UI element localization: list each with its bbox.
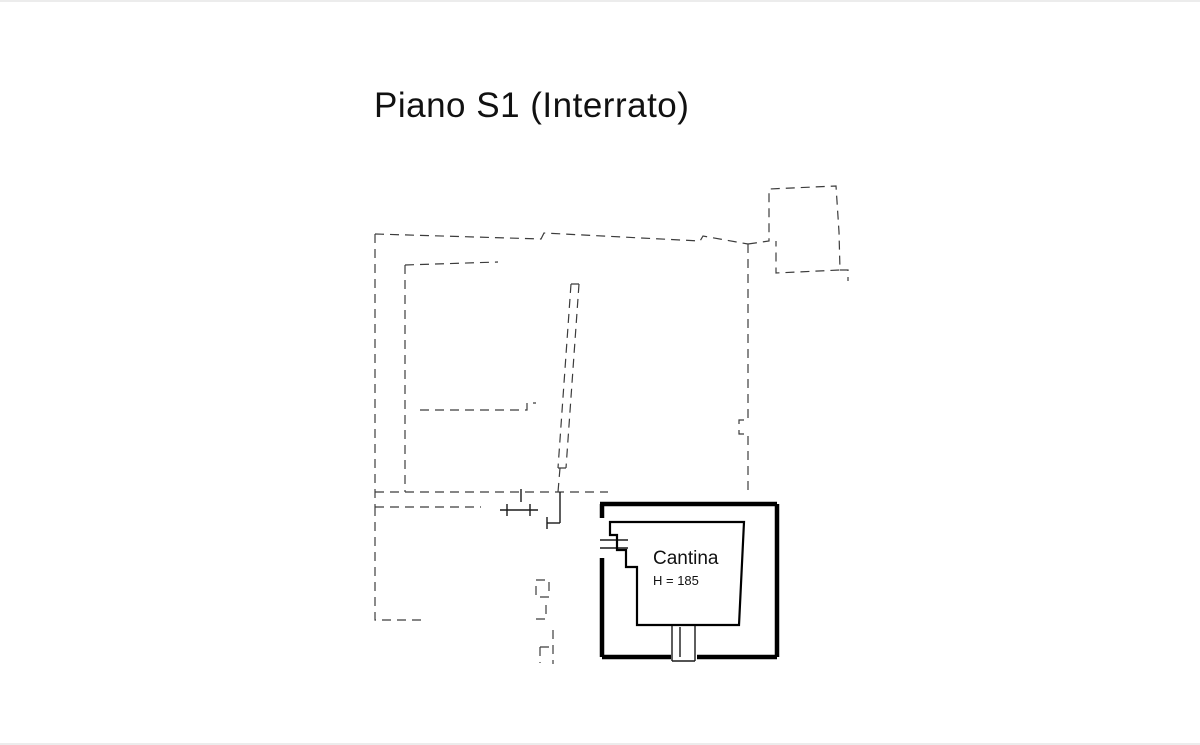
outline-right-edge — [738, 244, 749, 492]
dashed-building-outline — [374, 185, 849, 664]
outline-left-lower-edge — [374, 507, 421, 621]
outline-top-edge — [374, 232, 749, 245]
cantina-inner-room — [608, 520, 746, 627]
room-outline — [608, 520, 746, 627]
stair-step-upper — [532, 605, 547, 620]
stair-step-lower — [539, 646, 553, 663]
inner-room-top — [404, 261, 499, 266]
center-wall-caps — [557, 283, 579, 493]
inner-room-mid-horizontal — [420, 402, 536, 411]
solid-detail-lines — [500, 489, 696, 662]
center-wall-left-line — [557, 283, 572, 469]
stair-landing-box — [535, 579, 550, 598]
room-label: Cantina — [653, 548, 719, 569]
cantina-outer-walls — [599, 501, 780, 660]
room-height-label: H = 185 — [653, 573, 699, 588]
plan-title: Piano S1 (Interrato) — [374, 86, 690, 125]
center-wall-right-line — [565, 283, 580, 469]
outline-topright-annex-foot — [840, 269, 849, 281]
outline-topright-annex — [747, 185, 841, 274]
